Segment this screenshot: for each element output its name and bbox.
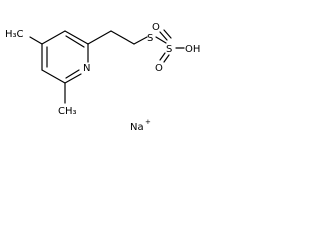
ring-bond-c5-c6 [41, 69, 66, 84]
bond-s-o-top-b [163, 29, 172, 39]
ring-bond-c2-c3-inner [65, 35, 85, 48]
bond-s-o-top-a [159, 31, 168, 41]
methyl-top-label: H₃C [5, 29, 24, 40]
oxygen-bottom-label: O [155, 63, 163, 74]
bond-s-o-bottom-a [159, 52, 166, 61]
pyridine-ring [41, 30, 89, 84]
oxygen-top-label: O [152, 22, 160, 33]
ring-nitrogen-label: N [83, 63, 90, 74]
ring-bond-c6-n-inner [65, 69, 80, 79]
sodium-label: Na [130, 122, 144, 133]
ring-bond-c2-c3 [64, 30, 89, 45]
molecule-drawing: H₃C CH₃ N S S O O OH Na + [5, 22, 200, 133]
sulfur-sulfonyl-label: S [166, 44, 172, 55]
sulfur-thio-label: S [147, 33, 153, 44]
bond-methyl-top [29, 36, 43, 45]
structure-diagram: H₃C CH₃ N S S O O OH Na + [0, 0, 213, 146]
bond-chain-sulfur [133, 36, 148, 45]
bond-chain [110, 30, 135, 45]
ring-bond-c3-c4 [41, 30, 66, 45]
methyl-bottom-label: CH₃ [58, 106, 77, 117]
hydroxyl-label: OH [185, 44, 200, 55]
bond-ring-chain [87, 30, 112, 45]
ring-bond-c6-n [64, 73, 82, 84]
sodium-charge: + [145, 118, 151, 126]
bond-s-s [155, 36, 167, 44]
bond-s-o-bottom-b [163, 54, 170, 63]
